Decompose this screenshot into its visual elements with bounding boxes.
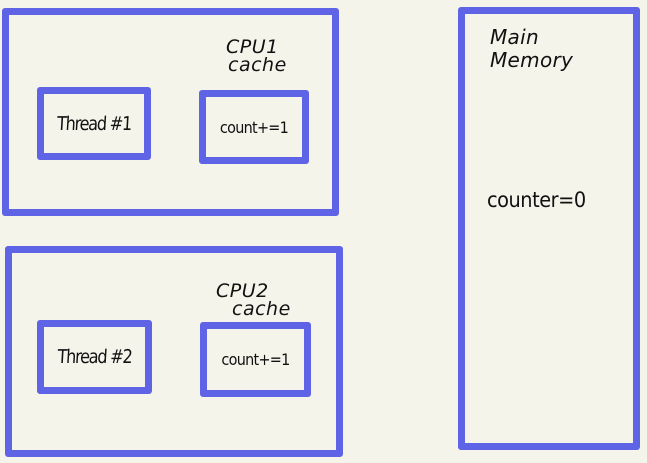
cpu1-label-line1: CPU1 [226, 36, 279, 58]
cpu2-label-line1: CPU2 [216, 280, 269, 302]
cpu2-cache-box: count+=1 [200, 322, 311, 397]
main-memory-label-line2: Memory [490, 48, 574, 72]
main-memory-label: Main Memory [490, 26, 573, 72]
cpu1-box [2, 8, 339, 216]
cpu2-label-line2: cache [232, 298, 291, 321]
cpu1-thread-label: Thread #1 [56, 112, 132, 135]
cpu1-thread-box: Thread #1 [37, 87, 151, 160]
cpu2-thread-box: Thread #2 [37, 320, 152, 394]
cpu2-label: CPU2 cache [216, 280, 291, 321]
cpu2-thread-label: Thread #2 [56, 346, 133, 368]
main-memory-box [458, 7, 640, 450]
main-memory-counter: counter=0 [487, 188, 586, 212]
cpu2-cache-value: count+=1 [221, 350, 290, 369]
main-memory-label-line1: Main [490, 25, 539, 49]
cpu1-label: CPU1 cache [226, 36, 287, 77]
cpu1-label-line2: cache [228, 54, 287, 77]
cpu1-cache-value: count+=1 [219, 117, 289, 137]
cpu2-box [5, 246, 343, 457]
cpu1-cache-box: count+=1 [199, 90, 309, 164]
